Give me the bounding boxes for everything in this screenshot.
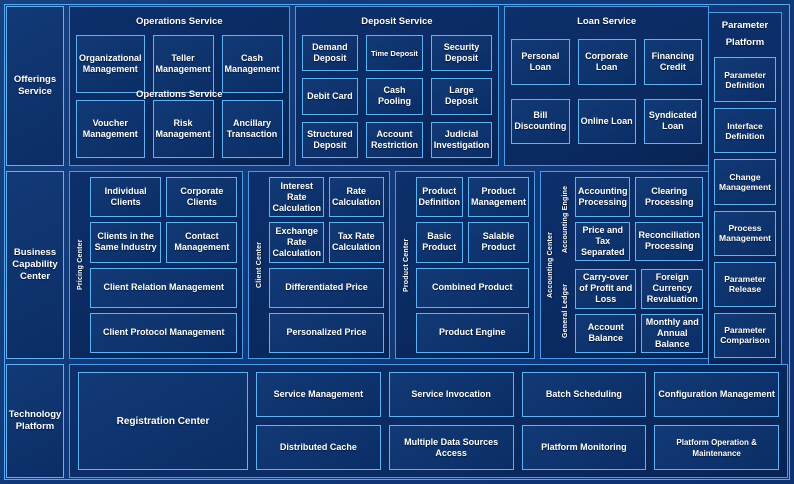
node-batch-scheduling[interactable]: Batch Scheduling [521,372,647,417]
group-title-deposit-service: Deposit Service [361,16,433,27]
node-organizational-management[interactable]: Organizational Management [76,35,145,93]
node-cash-management[interactable]: Cash Management [221,35,283,93]
column-label-pricing-center: Pricing Center [77,239,84,291]
row-caption-technology-platform: Technology Platform [6,364,64,478]
node-product-engine[interactable]: Product Engine [415,312,529,353]
node-corporate-clients[interactable]: Corporate Clients [166,177,238,218]
column-parameter-platform[interactable]: Parameter Platform Parameter Definition … [708,12,782,365]
node-voucher-management[interactable]: Voucher Management [76,100,145,158]
node-corporate-loan[interactable]: Corporate Loan [577,39,636,85]
node-account-restriction[interactable]: Account Restriction [366,121,423,158]
node-judicial-investigation[interactable]: Judicial Investigation [430,121,493,158]
node-cash-pooling[interactable]: Cash Pooling [366,78,423,115]
node-process-management[interactable]: Process Management [714,210,776,256]
group-title-parameter-platform-line2: Platform [725,37,765,48]
row-caption-offerings-service: Offerings Service [6,6,64,166]
node-online-loan[interactable]: Online Loan [577,98,636,144]
node-ancillary-transaction[interactable]: Ancillary Transaction [221,100,283,158]
node-large-deposit[interactable]: Large Deposit [430,78,493,115]
node-distributed-cache[interactable]: Distributed Cache [256,425,381,470]
node-demand-deposit[interactable]: Demand Deposit [301,35,359,72]
subgroup-label-accounting-engine: Accounting Engine [561,185,569,253]
group-technology-platform[interactable]: Registration Center Service Management S… [69,364,788,478]
node-bill-discounting[interactable]: Bill Discounting [511,98,570,144]
node-salable-product[interactable]: Salable Product [467,222,529,263]
node-risk-management[interactable]: Risk Management [152,100,214,158]
node-product-definition[interactable]: Product Definition [415,177,463,218]
column-label-product-center: Product Center [402,238,410,292]
node-service-management[interactable]: Service Management [256,372,381,417]
group-loan-service[interactable]: Loan Service Personal Loan Corporate Loa… [504,6,710,166]
column-product-center[interactable]: Product Center Product Definition Produc… [394,171,535,359]
node-change-management[interactable]: Change Management [714,159,776,205]
row-technology-platform: Technology Platform Registration Center … [6,364,788,478]
node-parameter-release[interactable]: Parameter Release [714,261,776,307]
node-product-management[interactable]: Product Management [467,177,529,218]
node-interface-definition[interactable]: Interface Definition [714,108,776,154]
node-client-relation-management[interactable]: Client Relation Management [90,267,238,308]
node-exchange-rate-calculation[interactable]: Exchange Rate Calculation [269,222,324,263]
node-differentiated-price[interactable]: Differentiated Price [269,267,384,308]
row-offerings-service: Offerings Service Operations Service Org… [6,6,788,166]
node-security-deposit[interactable]: Security Deposit [430,35,493,72]
node-syndicated-loan[interactable]: Syndicated Loan [643,98,703,144]
node-foreign-currency-revaluation[interactable]: Foreign Currency Revaluation [641,269,703,309]
column-label-client-center: Client Center [256,241,264,289]
group-deposit-service[interactable]: Deposit Service Demand Deposit Time Depo… [294,6,500,166]
node-account-balance[interactable]: Account Balance [574,313,637,353]
node-basic-product[interactable]: Basic Product [415,222,463,263]
node-service-invocation[interactable]: Service Invocation [388,372,514,417]
node-time-deposit[interactable]: Time Deposit [366,35,423,72]
column-pricing-center[interactable]: Pricing Center Individual Clients Corpor… [69,171,244,359]
node-platform-monitoring[interactable]: Platform Monitoring [521,425,647,470]
column-client-center[interactable]: Client Center Interest Rate Calculation … [248,171,390,359]
node-combined-product[interactable]: Combined Product [415,267,529,308]
node-personal-loan[interactable]: Personal Loan [511,39,570,85]
node-clearing-processing[interactable]: Clearing Processing [635,177,703,217]
node-client-protocol-management[interactable]: Client Protocol Management [90,312,238,353]
group-title-parameter-platform-line1: Parameter [721,20,769,31]
node-parameter-definition[interactable]: Parameter Definition [714,57,776,103]
node-structured-deposit[interactable]: Structured Deposit [301,121,359,158]
node-monthly-and-annual-balance[interactable]: Monthly and Annual Balance [641,313,703,353]
group-title-loan-service: Loan Service [577,16,637,27]
node-personalized-price[interactable]: Personalized Price [269,312,384,353]
node-reconciliation-processing[interactable]: Reconciliation Processing [635,221,703,261]
node-carry-over-of-profit-and-loss[interactable]: Carry-over of Profit and Loss [574,269,637,309]
node-multiple-data-sources-access[interactable]: Multiple Data Sources Access [388,425,514,470]
group-operations-service[interactable]: Operations Service Organizational Manage… [69,6,290,166]
node-platform-operation-and-maintenance[interactable]: Platform Operation & Maintenance [654,425,779,470]
node-accounting-processing[interactable]: Accounting Processing [574,177,631,217]
column-label-accounting-center: Accounting Center [546,232,554,299]
node-contact-management[interactable]: Contact Management [166,222,238,263]
group-title-operations-service: Operations Service [135,16,223,27]
node-interest-rate-calculation[interactable]: Interest Rate Calculation [269,177,324,218]
node-parameter-comparison[interactable]: Parameter Comparison [714,312,776,359]
node-financing-credit[interactable]: Financing Credit [643,39,703,85]
node-rate-calculation[interactable]: Rate Calculation [329,177,384,218]
column-accounting-center[interactable]: Accounting Center Accounting Engine Acco… [539,171,709,359]
node-price-and-tax-separated[interactable]: Price and Tax Separated [574,221,631,261]
row-business-capability-center: Business Capability Center Pricing Cente… [6,171,788,359]
node-configuration-management[interactable]: Configuration Management [654,372,779,417]
node-registration-center[interactable]: Registration Center [78,372,248,470]
node-tax-rate-calculation[interactable]: Tax Rate Calculation [329,222,384,263]
node-individual-clients[interactable]: Individual Clients [90,177,162,218]
row-caption-business-capability-center: Business Capability Center [6,171,64,359]
node-debit-card[interactable]: Debit Card [301,78,359,115]
subgroup-label-general-ledger: General Ledger [561,283,569,339]
node-teller-management[interactable]: Teller Management [152,35,214,93]
subgroup-accounting-engine: Accounting Engine Accounting Processing … [560,177,703,261]
node-clients-in-the-same-industry[interactable]: Clients in the Same Industry [90,222,162,263]
subgroup-general-ledger: General Ledger Carry-over of Profit and … [560,269,703,353]
